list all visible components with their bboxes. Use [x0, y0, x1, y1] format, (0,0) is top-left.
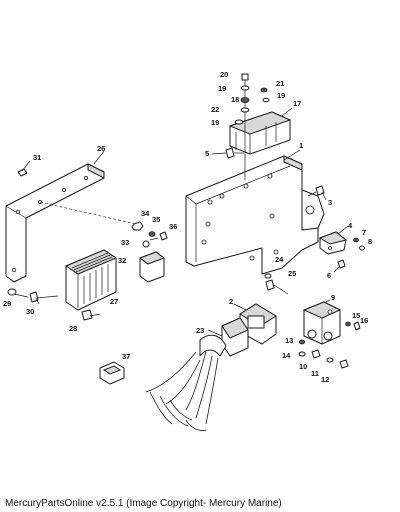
- callout-30: 30: [26, 307, 34, 316]
- callout-37: 37: [122, 352, 130, 361]
- callout-19a: 19: [218, 84, 226, 93]
- part-17-relay-block[interactable]: [228, 111, 292, 155]
- callout-10: 10: [299, 362, 307, 371]
- part-25-bolt[interactable]: [265, 279, 289, 295]
- callout-28: 28: [69, 324, 77, 333]
- callout-33: 33: [121, 238, 129, 247]
- part-28-screw[interactable]: [81, 309, 101, 321]
- callout-16: 16: [360, 316, 368, 325]
- part-8-washer[interactable]: [359, 245, 365, 251]
- callout-11: 11: [311, 369, 319, 378]
- part-37-cover[interactable]: [99, 361, 125, 385]
- callout-24: 24: [275, 255, 284, 264]
- part-24-washer[interactable]: [264, 273, 272, 279]
- callout-21: 21: [276, 79, 284, 88]
- callout-31: 31: [33, 153, 41, 162]
- part-5-bolt[interactable]: [225, 147, 244, 159]
- part-14-washer[interactable]: [298, 351, 306, 357]
- part-10-nut[interactable]: [311, 349, 321, 359]
- callout-4: 4: [348, 221, 353, 230]
- part-23-harness-connector[interactable]: [145, 317, 249, 431]
- callout-35: 35: [152, 215, 160, 224]
- callout-6: 6: [327, 271, 331, 280]
- part-12-screw[interactable]: [339, 359, 349, 369]
- callout-20: 20: [220, 70, 228, 79]
- callout-9: 9: [331, 293, 335, 302]
- part-18-nut[interactable]: [240, 97, 250, 103]
- callout-8: 8: [368, 237, 372, 246]
- callout-13: 13: [285, 336, 293, 345]
- callout-32: 32: [118, 256, 126, 265]
- callout-7: 7: [362, 228, 366, 237]
- callout-34: 34: [141, 209, 150, 218]
- callout-1: 1: [299, 141, 303, 150]
- callout-14: 14: [282, 351, 291, 360]
- part-7-nut[interactable]: [353, 237, 359, 243]
- callout-5: 5: [205, 149, 209, 158]
- part-19-washer-c[interactable]: [234, 119, 244, 125]
- callout-leaders: [13, 107, 349, 337]
- callout-17: 17: [293, 99, 301, 108]
- part-31-clip[interactable]: [17, 160, 31, 177]
- part-26-left-bracket[interactable]: [5, 163, 141, 283]
- callout-2: 2: [229, 297, 233, 306]
- part-2-connector-housing[interactable]: [239, 303, 277, 345]
- part-20-bolt[interactable]: [241, 73, 249, 180]
- part-3-screw[interactable]: [307, 185, 325, 197]
- callout-27: 27: [110, 297, 118, 306]
- part-29-bushing[interactable]: [7, 288, 17, 296]
- part-16-screw[interactable]: [353, 321, 361, 331]
- part-1-main-bracket[interactable]: [185, 155, 325, 275]
- part-22-washer[interactable]: [240, 107, 250, 113]
- part-15-nut[interactable]: [345, 321, 351, 327]
- part-11-washer[interactable]: [326, 357, 334, 363]
- callout-23: 23: [196, 326, 204, 335]
- callout-26: 26: [97, 144, 105, 153]
- callout-22: 22: [211, 105, 219, 114]
- part-34-nut[interactable]: [131, 221, 144, 231]
- callout-36: 36: [169, 222, 177, 231]
- part-19-washer-a[interactable]: [240, 85, 250, 91]
- callout-12: 12: [321, 375, 329, 384]
- callout-15: 15: [352, 311, 360, 320]
- callout-labels: 1 2 3 4 5 6 7 8 9 10 11 12 13 14 15 16 1…: [3, 70, 372, 384]
- part-21-nut[interactable]: [260, 87, 268, 93]
- part-33-clip[interactable]: [142, 240, 150, 248]
- copyright-caption: MercuryPartsOnline v2.5.1 (Image Copyrig…: [5, 498, 282, 509]
- callout-3: 3: [328, 198, 332, 207]
- part-27-ecm-module[interactable]: [64, 249, 118, 311]
- callout-25: 25: [288, 269, 296, 278]
- part-32-relay[interactable]: [138, 251, 166, 283]
- callout-19b: 19: [277, 91, 285, 100]
- part-9-solenoid-assembly[interactable]: [302, 301, 342, 345]
- part-35-washer[interactable]: [148, 231, 156, 237]
- part-4-sensor[interactable]: [318, 231, 348, 255]
- part-19-washer-b[interactable]: [262, 97, 270, 103]
- callout-18: 18: [231, 95, 239, 104]
- part-36-screw[interactable]: [149, 231, 168, 241]
- callout-19c: 19: [211, 118, 219, 127]
- callout-29: 29: [3, 299, 11, 308]
- part-30-bolt[interactable]: [29, 291, 59, 303]
- part-13-nut[interactable]: [298, 339, 305, 345]
